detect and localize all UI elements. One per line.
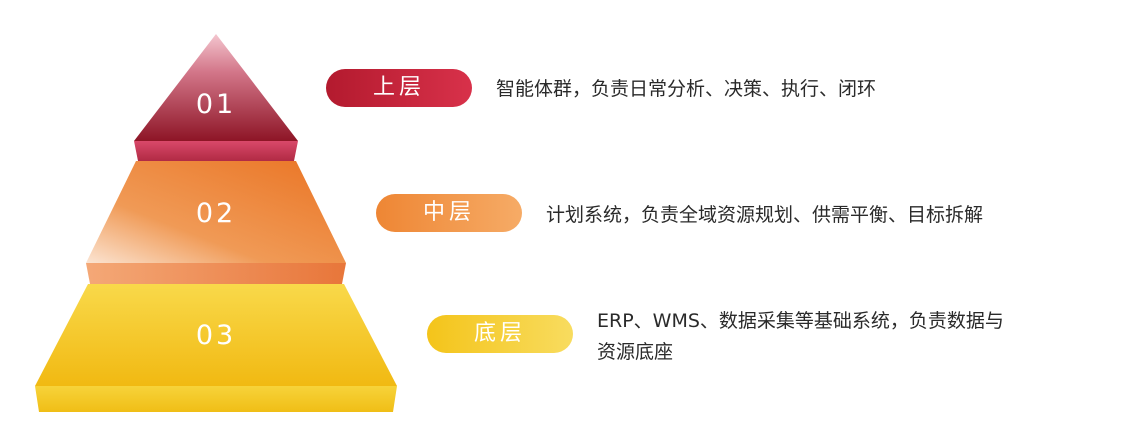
tier-number-bottom: 03 [195,320,237,351]
layer-description-top: 智能体群，负责日常分析、决策、执行、闭环 [496,78,877,100]
layer-label-middle: 中层 [376,194,522,232]
pyramid-tier-top [134,34,298,141]
pyramid-tier-bottom [35,284,397,386]
pyramid-tier-bottom-band [35,386,397,412]
tier-number-middle: 02 [195,198,237,229]
layer-description-bottom: ERP、WMS、数据采集等基础系统，负责数据与 资源底座 [597,310,1004,363]
pyramid-tier-top-band [134,141,298,161]
layer-label-top: 上层 [326,69,472,107]
pyramid-tier-middle-band [86,263,346,284]
tier-number-top: 01 [195,89,237,120]
layer-label-bottom: 底层 [427,315,573,353]
layer-description-middle: 计划系统，负责全域资源规划、供需平衡、目标拆解 [546,204,984,226]
pyramid-tier-middle [86,161,346,263]
